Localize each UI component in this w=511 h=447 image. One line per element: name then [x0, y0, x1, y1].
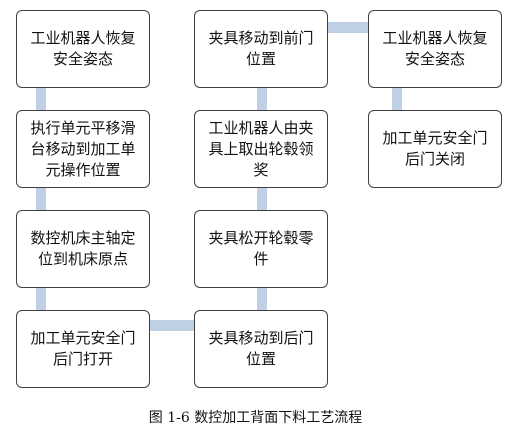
connector-col3-1-2: [392, 86, 402, 112]
flow-step-label: 工业机器人恢复安全姿态: [30, 29, 136, 68]
flow-step-label: 执行单元平移滑台移动到加工单元操作位置: [30, 118, 136, 179]
connector-col2-3-2: [257, 186, 267, 212]
flow-step-label: 加工单元安全门后门打开: [30, 329, 136, 368]
flow-step-fixture-to-front-door: 夹具移动到前门位置: [194, 10, 328, 88]
flow-step-rear-door-open: 加工单元安全门后门打开: [16, 310, 150, 388]
connector-col1-3-4: [36, 286, 46, 312]
figure-caption: 图 1-6 数控加工背面下料工艺流程: [148, 410, 363, 426]
connector-col2-2-1: [257, 86, 267, 112]
flow-step-label: 加工单元安全门后门关闭: [382, 129, 488, 168]
flow-step-label: 工业机器人由夹具上取出轮毂领奖: [208, 118, 314, 179]
flow-step-label: 夹具松开轮毂零件: [208, 229, 314, 268]
flow-step-robot-safe-pose-final: 工业机器人恢复安全姿态: [368, 10, 502, 88]
connector-col2-col3-top: [326, 22, 372, 33]
flow-step-label: 夹具移动到前门位置: [208, 29, 314, 68]
flow-step-fixture-to-rear-door: 夹具移动到后门位置: [194, 310, 328, 388]
flow-step-label: 夹具移动到后门位置: [208, 329, 314, 368]
connector-col2-4-3: [257, 286, 267, 312]
flow-step-fixture-release-hub: 夹具松开轮毂零件: [194, 210, 328, 288]
flow-step-rear-door-close: 加工单元安全门后门关闭: [368, 110, 502, 188]
flow-step-label: 工业机器人恢复安全姿态: [382, 29, 488, 68]
flow-step-robot-safe-pose: 工业机器人恢复安全姿态: [16, 10, 150, 88]
connector-col1-1-2: [36, 86, 46, 112]
flow-step-robot-take-hub: 工业机器人由夹具上取出轮毂领奖: [194, 110, 328, 188]
connector-col1-col2-bottom: [150, 320, 196, 331]
flow-step-label: 数控机床主轴定位到机床原点: [30, 229, 136, 268]
flow-step-slide-move-to-machining: 执行单元平移滑台移动到加工单元操作位置: [16, 110, 150, 188]
flow-step-spindle-home: 数控机床主轴定位到机床原点: [16, 210, 150, 288]
connector-col1-2-3: [36, 186, 46, 212]
